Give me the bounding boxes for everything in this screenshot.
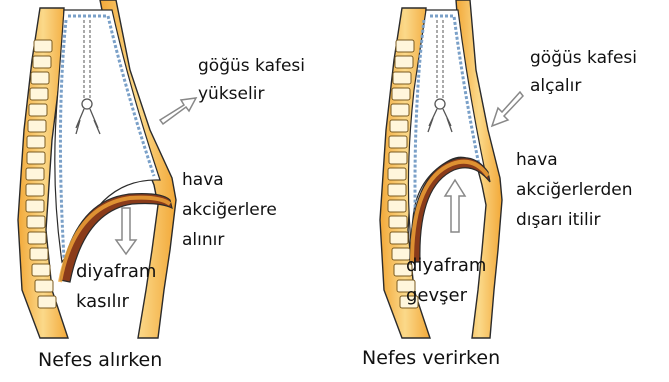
thoracic-cavity [55, 10, 160, 262]
air-label-line: dışarı itilir [516, 210, 632, 230]
air-label-exhale: hava akciğerlerden dışarı itilir [516, 150, 632, 230]
diaphragm-label-line: gevşer [406, 286, 486, 306]
ribcage-label-exhale: göğüs kafesi alçalır [530, 48, 637, 96]
ribcage-label-line: alçalır [530, 76, 637, 96]
caption-inhale: Nefes alırken [38, 350, 162, 370]
air-label-line: akciğerlere [182, 200, 277, 220]
diaphragm-label-inhale: diyafram kasılır [76, 262, 156, 312]
ribcage-label-line: yükselir [198, 84, 305, 104]
air-label-line: hava [516, 150, 632, 170]
air-label-line: hava [182, 170, 277, 190]
arrow-icon [445, 180, 465, 232]
diaphragm-label-line: diyafram [406, 256, 486, 276]
arrow-icon [160, 98, 196, 124]
arrow-icon [492, 92, 523, 126]
air-label-line: alınır [182, 230, 277, 250]
diaphragm-label-line: diyafram [76, 262, 156, 282]
caption-exhale: Nefes verirken [362, 348, 500, 368]
ribcage-label-line: göğüs kafesi [530, 48, 637, 68]
ribcage-label-line: göğüs kafesi [198, 56, 305, 76]
ribcage-label-inhale: göğüs kafesi yükselir [198, 56, 305, 104]
air-label-inhale: hava akciğerlere alınır [182, 170, 277, 250]
air-label-line: akciğerlerden [516, 180, 632, 200]
diaphragm-label-line: kasılır [76, 292, 156, 312]
diaphragm-label-exhale: diyafram gevşer [406, 256, 486, 306]
arrow-icon [116, 208, 136, 254]
